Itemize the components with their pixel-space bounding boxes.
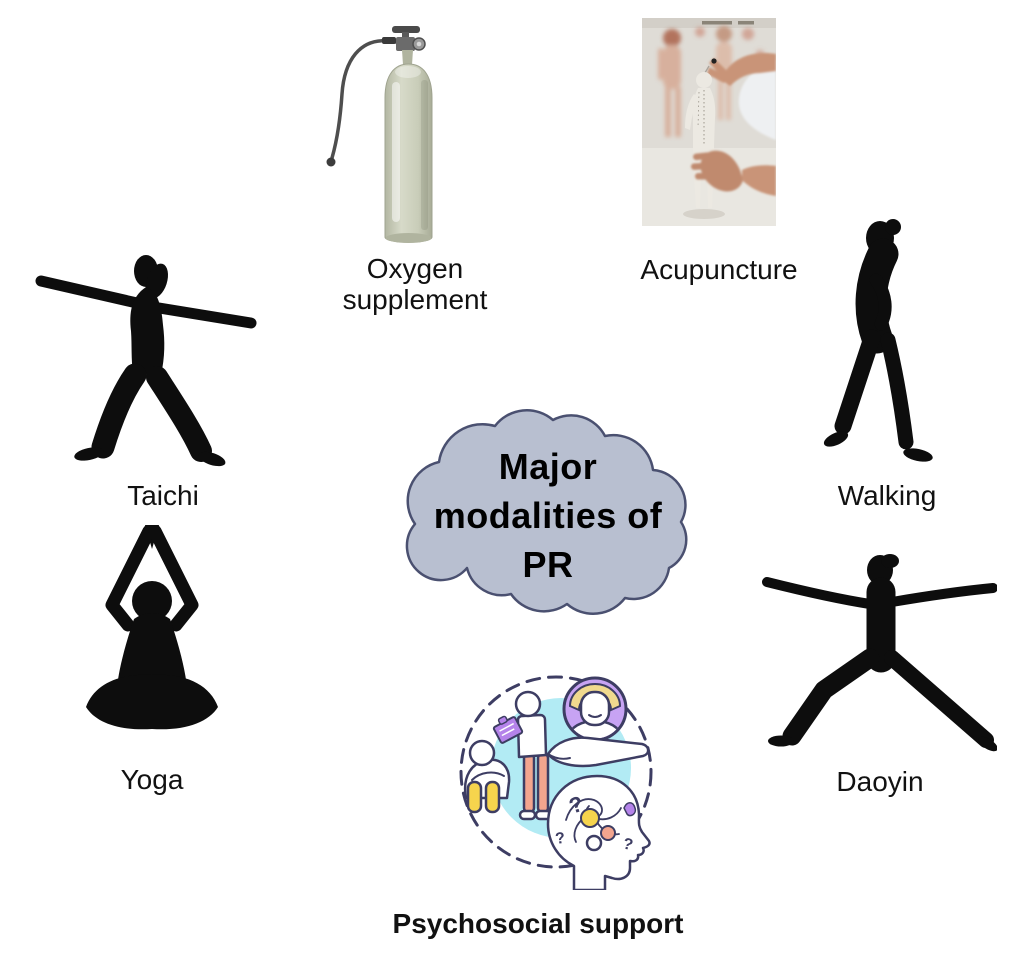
psychosocial-illustration: ? ? ? — [448, 668, 676, 890]
taichi-label: Taichi — [127, 480, 199, 511]
cloud-title: Major modalities of PR — [395, 442, 701, 589]
walking-illustration — [820, 218, 945, 468]
cloud-title-line3: PR — [522, 544, 574, 585]
oxygen-label-line1: Oxygen — [366, 253, 464, 284]
daoyin-illustration — [762, 552, 997, 752]
svg-text:?: ? — [621, 835, 635, 854]
acupuncture-photo-icon — [642, 18, 776, 226]
acupuncture-label: Acupuncture — [640, 254, 798, 285]
yoga-label: Yoga — [120, 764, 184, 795]
walking-label: Walking — [837, 480, 937, 511]
cloud-title-line2: modalities of — [433, 495, 663, 536]
oxygen-tank-icon — [326, 26, 433, 243]
cloud-title-line1: Major — [498, 446, 598, 487]
oxygen-label-line2: supplement — [342, 284, 488, 315]
yoga-illustration — [82, 525, 222, 755]
svg-text:?: ? — [554, 830, 566, 848]
taichi-silhouette-icon — [35, 255, 257, 467]
psychosocial-label: Psychosocial support — [392, 908, 684, 939]
daoyin-silhouette-icon — [762, 554, 997, 752]
daoyin-label: Daoyin — [836, 766, 924, 797]
taichi-illustration — [35, 253, 265, 473]
oxygen-label: Oxygen supplement — [320, 253, 510, 315]
central-cloud — [395, 400, 701, 628]
cloud-shape-icon — [405, 409, 688, 615]
oxygen-tank-illustration — [318, 24, 448, 249]
walking-silhouette-icon — [823, 219, 933, 462]
yoga-silhouette-icon — [86, 525, 218, 730]
acupuncture-photo — [642, 18, 776, 226]
psychosocial-support-icon: ? ? ? — [459, 675, 653, 890]
